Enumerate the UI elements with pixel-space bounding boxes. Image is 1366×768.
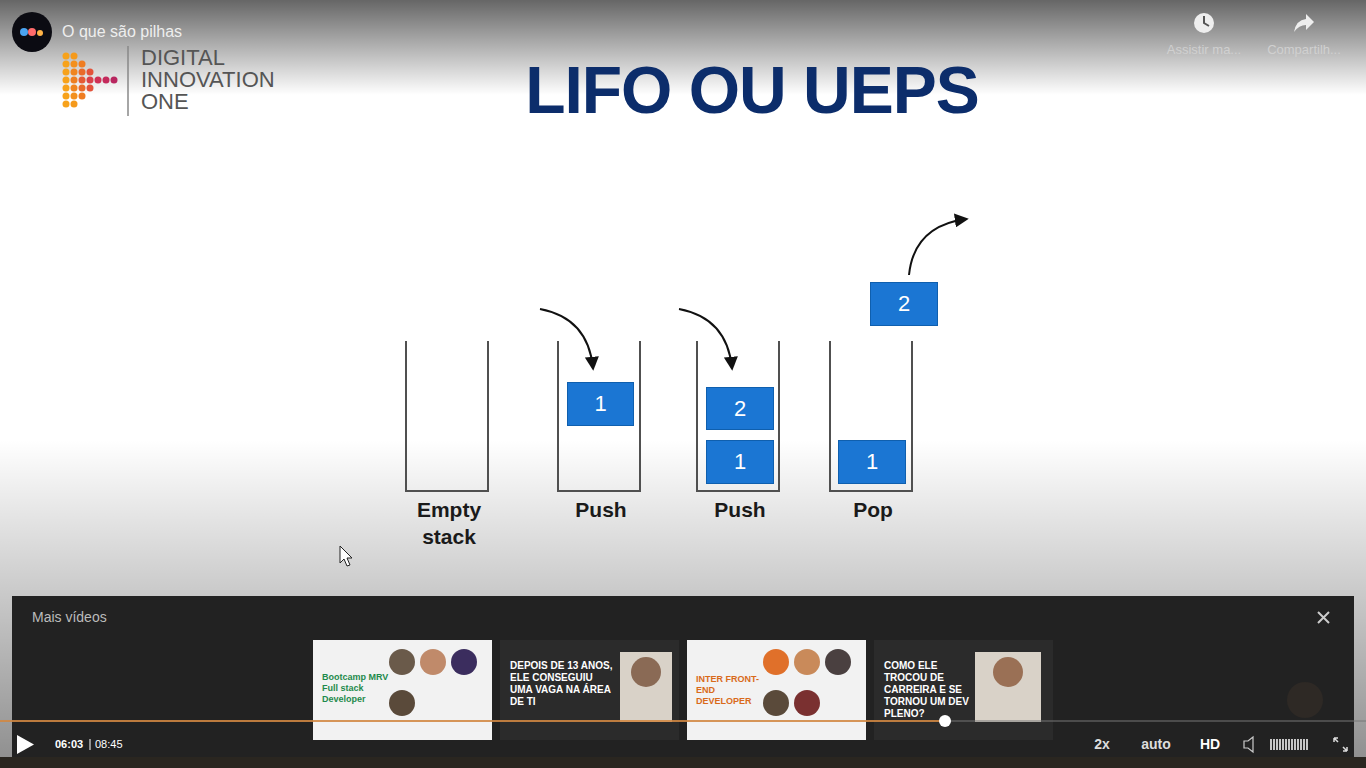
hd-button: HD [1196,735,1224,753]
share-label: Compartilh... [1256,42,1352,58]
more-videos-panel [12,596,1354,768]
stack-label: Push [546,496,656,523]
total-time: 08:45 [95,737,135,751]
volume-bars [1271,739,1307,750]
fullscreen-icon [1334,738,1347,751]
pop-arrow [909,219,966,275]
progress-track [0,721,1366,722]
stack-container: Pop1 [829,341,913,492]
video-thumbnail [313,640,492,740]
push-arrow [540,309,593,368]
item-number: 2 [898,292,910,316]
bottom-strip [0,757,1366,768]
speed-button: 2x [1088,735,1116,753]
video-thumbnail [687,640,866,740]
thumbnail-title: Bootcamp MRV Full stack Developer [322,672,394,705]
clock-icon [1194,13,1214,33]
current-time: 06:03 [55,737,89,751]
brand-name: DIGITAL INNOVATION ONE [141,47,291,113]
progress-handle [939,715,951,727]
logo-mark [63,46,129,116]
stack-item: 1 [706,440,774,484]
stack-item: 1 [567,382,634,426]
play-icon [17,735,34,754]
video-thumbnail [500,640,679,740]
share-icon [1294,14,1314,32]
quality-button: auto [1136,735,1176,753]
bottom-shade [0,440,1366,768]
stack-container: Empty stack [405,341,489,492]
thumbnail-title: COMO ELE TROCOU DE CARREIRA E SE TORNOU … [884,660,974,720]
volume-icon [1244,737,1253,752]
thumbnail-title: INTER FRONT-END DEVELOPER [696,674,768,707]
item-number: 1 [734,450,746,474]
stack-item: 2 [870,282,938,326]
progress-played [0,720,945,722]
watch-later-label: Assistir ma... [1160,42,1248,58]
stack-label: Empty stack [394,496,504,550]
video-thumbnail [874,640,1053,740]
mouse-cursor [340,546,352,566]
stack-container: Push21 [696,341,780,492]
panel-heading: Mais vídeos [32,608,232,626]
close-icon [1318,612,1329,623]
slide-title: LIFO OU UEPS [420,52,1084,128]
stack-item: 2 [706,387,774,430]
stack-container: Push1 [557,341,641,492]
stack-label: Pop [818,496,928,523]
channel-icon [12,12,52,52]
time-separator [90,739,91,750]
item-number: 1 [594,392,606,416]
stack-label: Push [685,496,795,523]
item-number: 2 [734,397,746,421]
thumbnail-title: DEPOIS DE 13 ANOS, ELE CONSEGUIU UMA VAG… [510,660,616,708]
item-number: 1 [866,450,878,474]
video-title: O que são pilhas [62,22,362,42]
stack-item: 1 [838,440,906,484]
push-arrow [679,309,732,368]
